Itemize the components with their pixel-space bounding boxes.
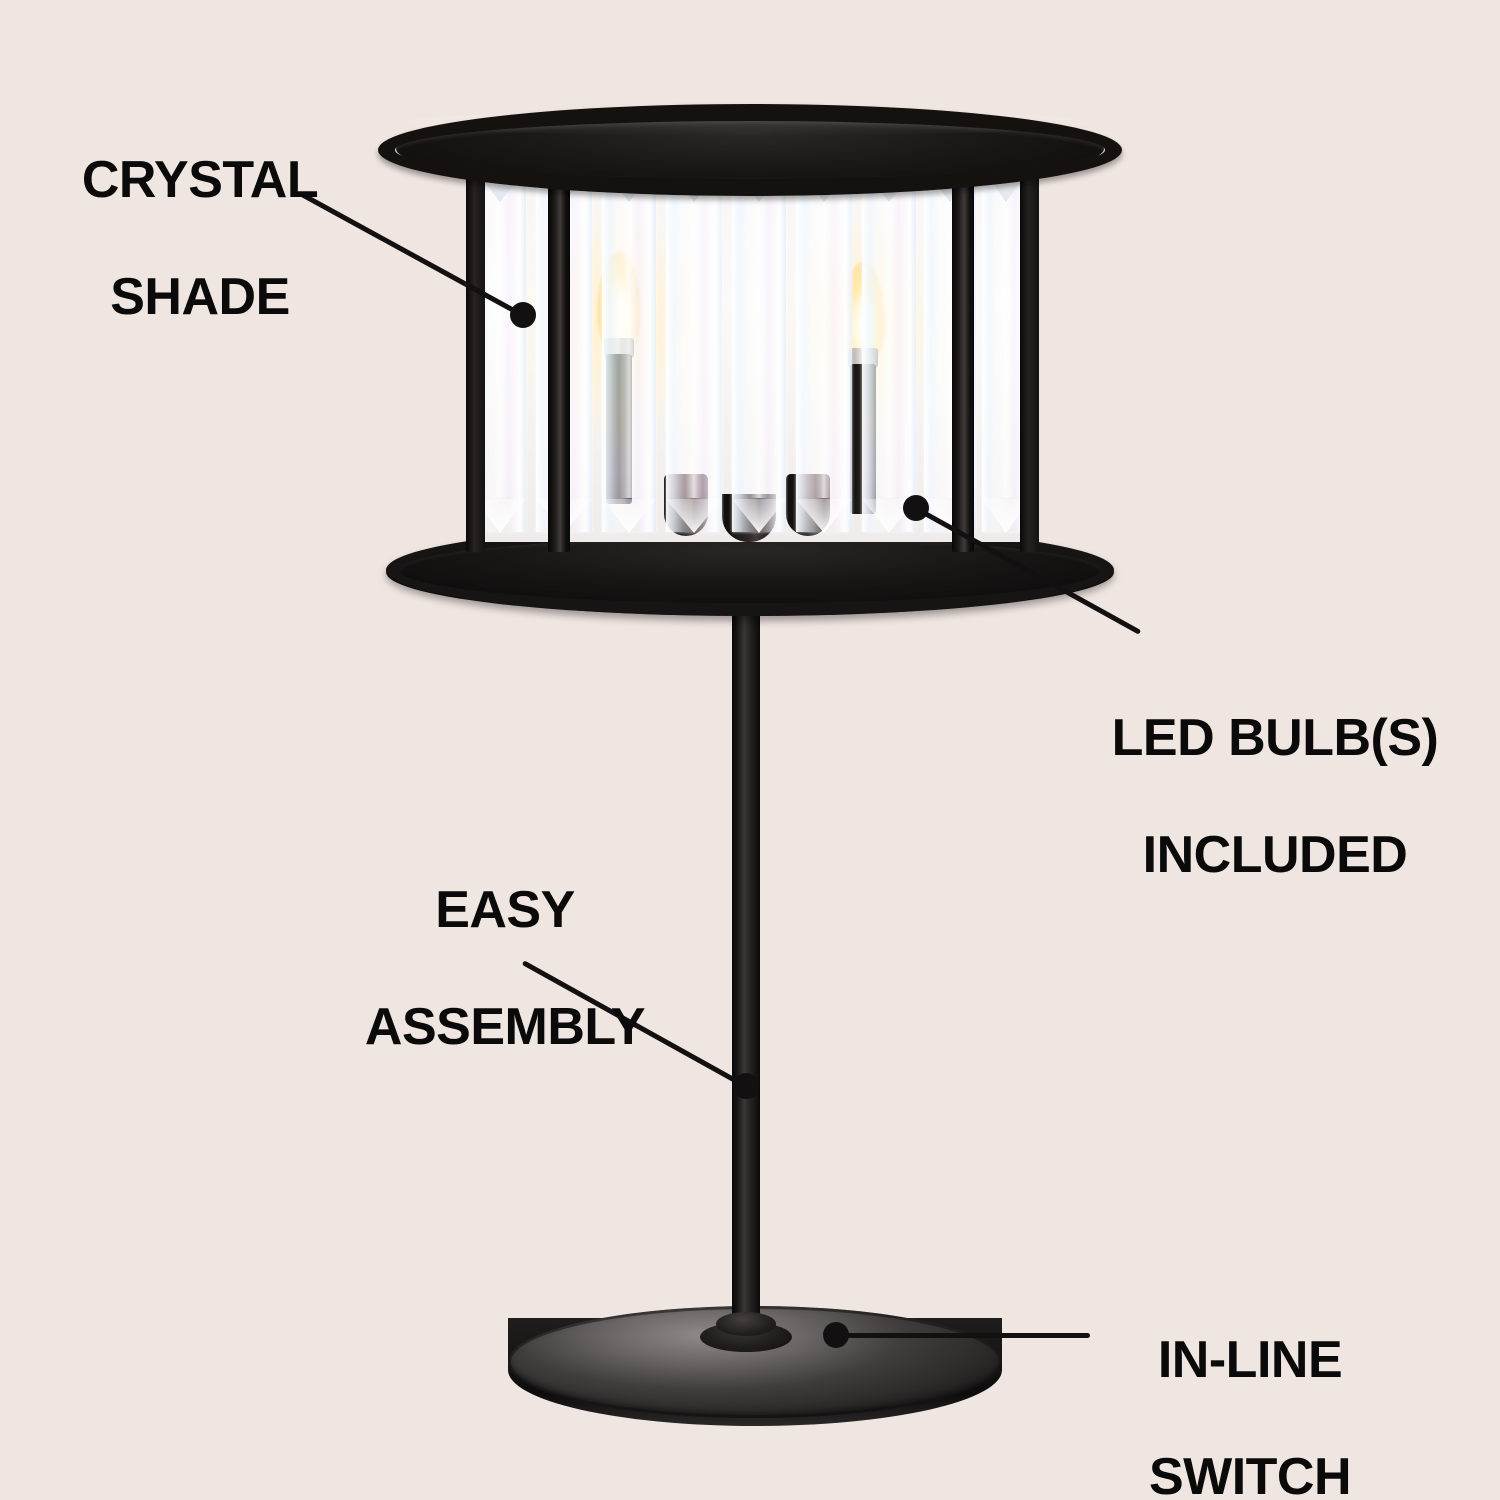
shade-frame-bar [548, 146, 570, 552]
crystal-prism [602, 164, 656, 532]
lamp-pole-collar-inner [716, 1312, 776, 1336]
lamp-pole [732, 596, 760, 1330]
callout-line-1: IN-LINE [1157, 1330, 1343, 1389]
callout-label-led-bulbs: LED BULB(S) INCLUDED [1105, 650, 1445, 944]
callout-label-crystal-shade: CRYSTAL SHADE [60, 92, 340, 386]
callout-label-easy-assembly: EASY ASSEMBLY [355, 822, 655, 1116]
callout-line-2: ASSEMBLY [364, 998, 646, 1057]
crystal-prism [862, 164, 916, 532]
crystal-prism [666, 164, 722, 532]
callout-line-1: LED BULB(S) [1111, 708, 1439, 767]
shade-frame-bar [952, 146, 974, 552]
callout-label-in-line-switch: IN-LINE SWITCH [1105, 1272, 1395, 1500]
callout-line-2: INCLUDED [1142, 826, 1408, 885]
shade-top-ring [378, 104, 1122, 196]
crystal-prism [732, 164, 786, 532]
callout-line-2: SWITCH [1148, 1448, 1352, 1500]
callout-line-1: EASY [435, 880, 575, 939]
callout-line-2: SHADE [110, 268, 290, 327]
callout-line-1: CRYSTAL [81, 150, 319, 209]
shade-frame-bar-right-edge [1020, 146, 1039, 552]
crystal-prism [796, 164, 852, 532]
shade-frame-bar-left-edge [466, 146, 485, 552]
